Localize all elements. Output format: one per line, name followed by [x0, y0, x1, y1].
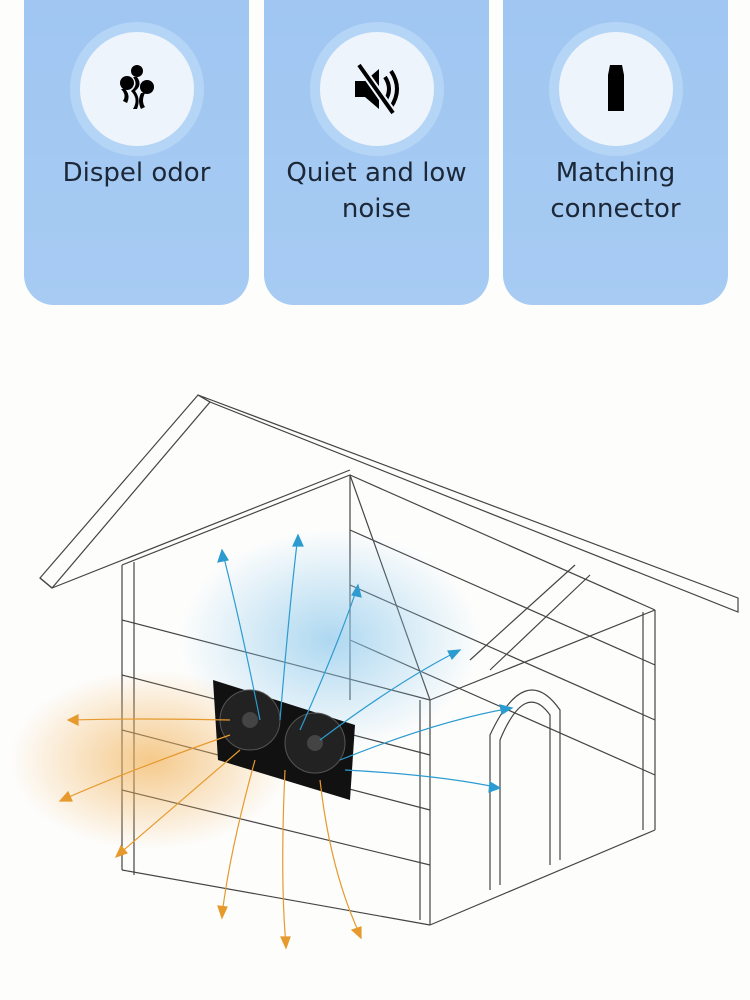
feature-label: Quiet and low noise — [286, 158, 467, 224]
feature-label: Matching connector — [550, 158, 681, 224]
odor-icon — [79, 32, 194, 146]
dual-fan — [213, 680, 355, 800]
doghouse-fan-diagram — [10, 394, 739, 950]
connector-icon — [558, 32, 673, 146]
feature-card-connector: Matching connector — [503, 0, 728, 305]
intake-arrows — [217, 533, 514, 793]
feature-label: Dispel odor — [62, 158, 211, 188]
feature-card-quiet: Quiet and low noise — [264, 0, 489, 305]
mute-speaker-icon — [319, 32, 434, 146]
exhaust-arrows — [58, 714, 362, 950]
feature-card-dispel-odor: Dispel odor — [24, 0, 249, 305]
